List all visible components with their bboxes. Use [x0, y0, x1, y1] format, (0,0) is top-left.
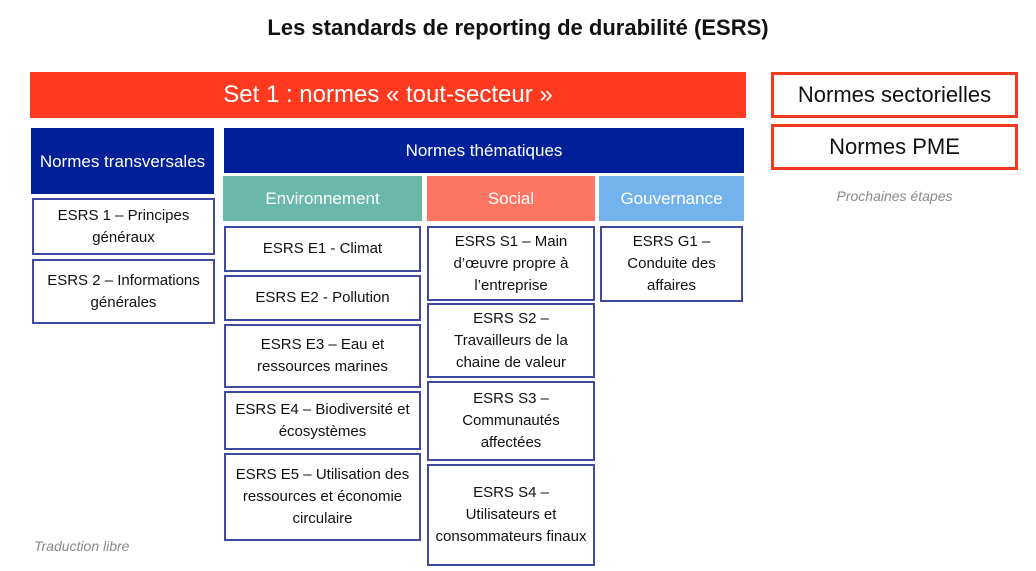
transversal-header: Normes transversales [31, 128, 214, 194]
esrs-s1-box: ESRS S1 – Main d’œuvre propre à l’entrep… [427, 226, 595, 301]
esrs-e3-box: ESRS E3 – Eau et ressources marines [224, 324, 421, 388]
translation-footnote: Traduction libre [34, 538, 130, 554]
esrs-2-box: ESRS 2 – Informations générales [32, 259, 215, 324]
set1-banner: Set 1 : normes « tout-secteur » [30, 72, 746, 118]
future-sector-standards: Normes sectorielles [771, 72, 1018, 118]
esrs-s3-box: ESRS S3 – Communautés affectées [427, 381, 595, 461]
governance-header: Gouvernance [599, 176, 744, 221]
esrs-e1-box: ESRS E1 - Climat [224, 226, 421, 272]
future-sme-standards: Normes PME [771, 124, 1018, 170]
esrs-1-box: ESRS 1 – Principes généraux [32, 198, 215, 255]
page-title: Les standards de reporting de durabilité… [267, 15, 769, 40]
esrs-e4-box: ESRS E4 – Biodiversité et écosystèmes [224, 391, 421, 450]
thematic-header: Normes thématiques [224, 128, 744, 173]
next-steps-caption: Prochaines étapes [836, 188, 953, 204]
environment-header: Environnement [223, 176, 422, 221]
esrs-e5-box: ESRS E5 – Utilisation des ressources et … [224, 453, 421, 541]
esrs-s4-box: ESRS S4 – Utilisateurs et consommateurs … [427, 464, 595, 566]
esrs-g1-box: ESRS G1 – Conduite des affaires [600, 226, 743, 302]
esrs-e2-box: ESRS E2 - Pollution [224, 275, 421, 321]
social-header: Social [427, 176, 595, 221]
esrs-s2-box: ESRS S2 – Travailleurs de la chaine de v… [427, 303, 595, 378]
